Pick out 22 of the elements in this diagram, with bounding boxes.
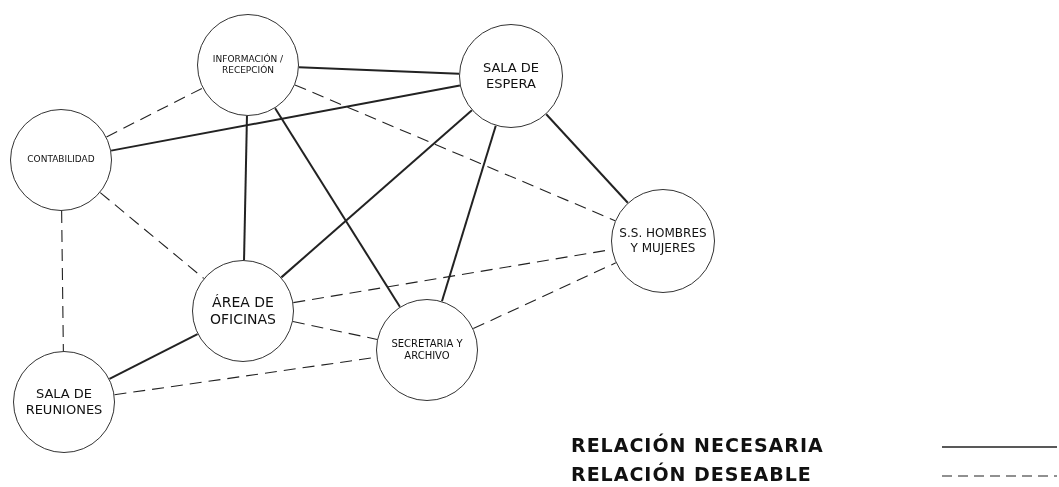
room-label: S.S. HOMBRES Y MUJERES bbox=[618, 226, 708, 256]
room-label: ÁREA DE OFICINAS bbox=[208, 293, 277, 329]
dashed-connector bbox=[292, 321, 378, 340]
connector-line bbox=[440, 124, 497, 303]
dashed-connector bbox=[472, 262, 617, 330]
connector-line bbox=[545, 113, 629, 204]
connector-line bbox=[274, 107, 401, 308]
dashed-connector bbox=[105, 87, 204, 138]
connector-line bbox=[108, 333, 199, 380]
room-label: SALA DE REUNIONES bbox=[24, 385, 104, 419]
connector-line bbox=[297, 66, 461, 75]
dashed-connector bbox=[294, 84, 616, 222]
dashed-connector bbox=[61, 210, 64, 352]
room-label: SECRETARIA Y ARCHIVO bbox=[391, 337, 463, 363]
legend-label: RELACIÓN NECESARIA bbox=[571, 434, 824, 456]
legend-label: RELACIÓN DESEABLE bbox=[571, 463, 812, 485]
connector-line bbox=[110, 84, 461, 152]
connector-line bbox=[243, 115, 248, 261]
room-label: INFORMACIÓN / RECEPCIÓN bbox=[211, 53, 285, 77]
room-label: SALA DE ESPERA bbox=[481, 59, 541, 93]
room-label: CONTABILIDAD bbox=[26, 154, 96, 166]
connector-line bbox=[280, 109, 473, 279]
